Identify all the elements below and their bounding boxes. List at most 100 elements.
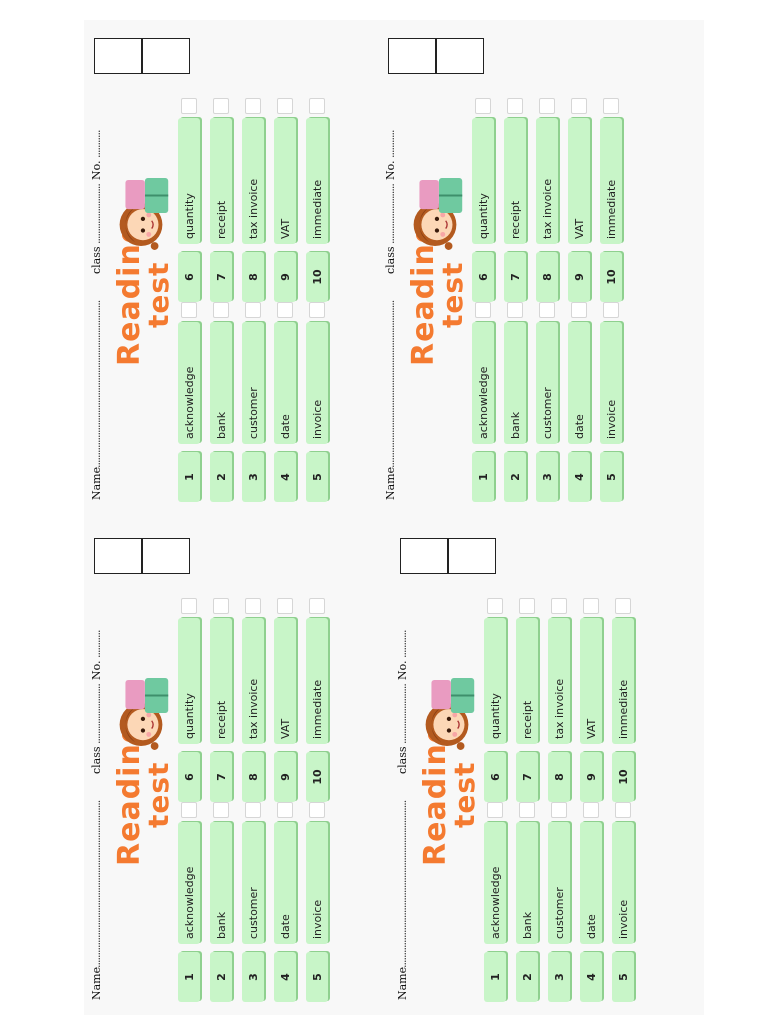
empty-checkbox-icon[interactable]: [507, 302, 523, 318]
empty-checkbox-icon[interactable]: [309, 302, 325, 318]
empty-checkbox-icon[interactable]: [309, 98, 325, 114]
vocabulary-word: quantity: [178, 618, 200, 744]
vocabulary-word: quantity: [484, 618, 506, 744]
vocabulary-word: tax invoice: [242, 618, 264, 744]
empty-checkbox-icon[interactable]: [571, 98, 587, 114]
empty-checkbox-icon[interactable]: [583, 802, 599, 818]
empty-checkbox-icon[interactable]: [181, 598, 197, 614]
reading-test-card: Name ...................................…: [86, 518, 382, 1006]
student-info-line: Name ...................................…: [380, 18, 400, 506]
word-number: 3: [242, 452, 264, 502]
word-number: 1: [178, 952, 200, 1002]
score-box[interactable]: [94, 538, 142, 574]
word-number: 6: [178, 752, 200, 802]
empty-checkbox-icon[interactable]: [551, 802, 567, 818]
empty-checkbox-icon[interactable]: [603, 302, 619, 318]
class-field[interactable]: ........................: [90, 684, 103, 744]
empty-checkbox-icon[interactable]: [213, 302, 229, 318]
class-field[interactable]: ........................: [90, 184, 103, 244]
reading-test-card: Name ...................................…: [392, 518, 688, 1006]
name-label: Name: [90, 966, 103, 1000]
vocabulary-word: customer: [242, 822, 264, 944]
empty-checkbox-icon[interactable]: [309, 598, 325, 614]
card-wrapper-3: Name ...................................…: [86, 518, 382, 1006]
empty-checkbox-icon[interactable]: [487, 598, 503, 614]
name-field[interactable]: ........................................…: [396, 800, 409, 968]
name-field[interactable]: ........................................…: [384, 300, 397, 468]
class-field[interactable]: ........................: [384, 184, 397, 244]
empty-checkbox-icon[interactable]: [615, 598, 631, 614]
vocabulary-word: invoice: [600, 322, 622, 444]
vocabulary-word: bank: [516, 822, 538, 944]
no-label: No.: [90, 160, 103, 180]
vocabulary-word: tax invoice: [242, 118, 264, 244]
class-label: class: [90, 746, 103, 774]
empty-checkbox-icon[interactable]: [539, 302, 555, 318]
empty-checkbox-icon[interactable]: [277, 598, 293, 614]
empty-checkbox-icon[interactable]: [277, 302, 293, 318]
word-number: 2: [210, 952, 232, 1002]
empty-checkbox-icon[interactable]: [507, 98, 523, 114]
no-field[interactable]: ...........: [396, 630, 409, 658]
vocabulary-word: bank: [210, 322, 232, 444]
no-label: No.: [90, 660, 103, 680]
no-field[interactable]: ...........: [384, 130, 397, 158]
student-info-line: Name ...................................…: [86, 18, 106, 506]
empty-checkbox-icon[interactable]: [245, 302, 261, 318]
empty-checkbox-icon[interactable]: [487, 802, 503, 818]
empty-checkbox-icon[interactable]: [277, 98, 293, 114]
empty-checkbox-icon[interactable]: [213, 802, 229, 818]
word-number: 9: [274, 752, 296, 802]
empty-checkbox-icon[interactable]: [475, 302, 491, 318]
no-field[interactable]: ...........: [90, 130, 103, 158]
word-number: 4: [580, 952, 602, 1002]
no-label: No.: [384, 160, 397, 180]
vocabulary-word: immediate: [600, 118, 622, 244]
word-number: 8: [242, 252, 264, 302]
empty-checkbox-icon[interactable]: [551, 598, 567, 614]
word-number: 2: [516, 952, 538, 1002]
empty-checkbox-icon[interactable]: [213, 598, 229, 614]
word-number: 7: [504, 252, 526, 302]
empty-checkbox-icon[interactable]: [245, 598, 261, 614]
no-label: No.: [396, 660, 409, 680]
empty-checkbox-icon[interactable]: [475, 98, 491, 114]
name-field[interactable]: ........................................…: [90, 800, 103, 968]
total-box[interactable]: [436, 38, 484, 74]
empty-checkbox-icon[interactable]: [309, 802, 325, 818]
total-box[interactable]: [142, 38, 190, 74]
empty-checkbox-icon[interactable]: [615, 802, 631, 818]
word-number: 6: [472, 252, 494, 302]
empty-checkbox-icon[interactable]: [181, 98, 197, 114]
empty-checkbox-icon[interactable]: [245, 98, 261, 114]
empty-checkbox-icon[interactable]: [583, 598, 599, 614]
empty-checkbox-icon[interactable]: [539, 98, 555, 114]
vocabulary-word: VAT: [274, 118, 296, 244]
empty-checkbox-icon[interactable]: [277, 802, 293, 818]
vocabulary-word: VAT: [274, 618, 296, 744]
score-box[interactable]: [94, 38, 142, 74]
girl-reading-book-icon: [119, 678, 169, 750]
empty-checkbox-icon[interactable]: [519, 802, 535, 818]
empty-checkbox-icon[interactable]: [213, 98, 229, 114]
total-box[interactable]: [448, 538, 496, 574]
empty-checkbox-icon[interactable]: [571, 302, 587, 318]
empty-checkbox-icon[interactable]: [519, 598, 535, 614]
empty-checkbox-icon[interactable]: [181, 302, 197, 318]
class-field[interactable]: ........................: [396, 684, 409, 744]
word-number: 8: [536, 252, 558, 302]
vocabulary-word: acknowledge: [178, 822, 200, 944]
vocabulary-word: tax invoice: [536, 118, 558, 244]
word-number: 9: [580, 752, 602, 802]
empty-checkbox-icon[interactable]: [181, 802, 197, 818]
vocabulary-word: immediate: [306, 118, 328, 244]
no-field[interactable]: ...........: [90, 630, 103, 658]
empty-checkbox-icon[interactable]: [245, 802, 261, 818]
score-box[interactable]: [388, 38, 436, 74]
word-number: 10: [612, 752, 634, 802]
score-box[interactable]: [400, 538, 448, 574]
class-label: class: [384, 246, 397, 274]
name-field[interactable]: ........................................…: [90, 300, 103, 468]
total-box[interactable]: [142, 538, 190, 574]
empty-checkbox-icon[interactable]: [603, 98, 619, 114]
